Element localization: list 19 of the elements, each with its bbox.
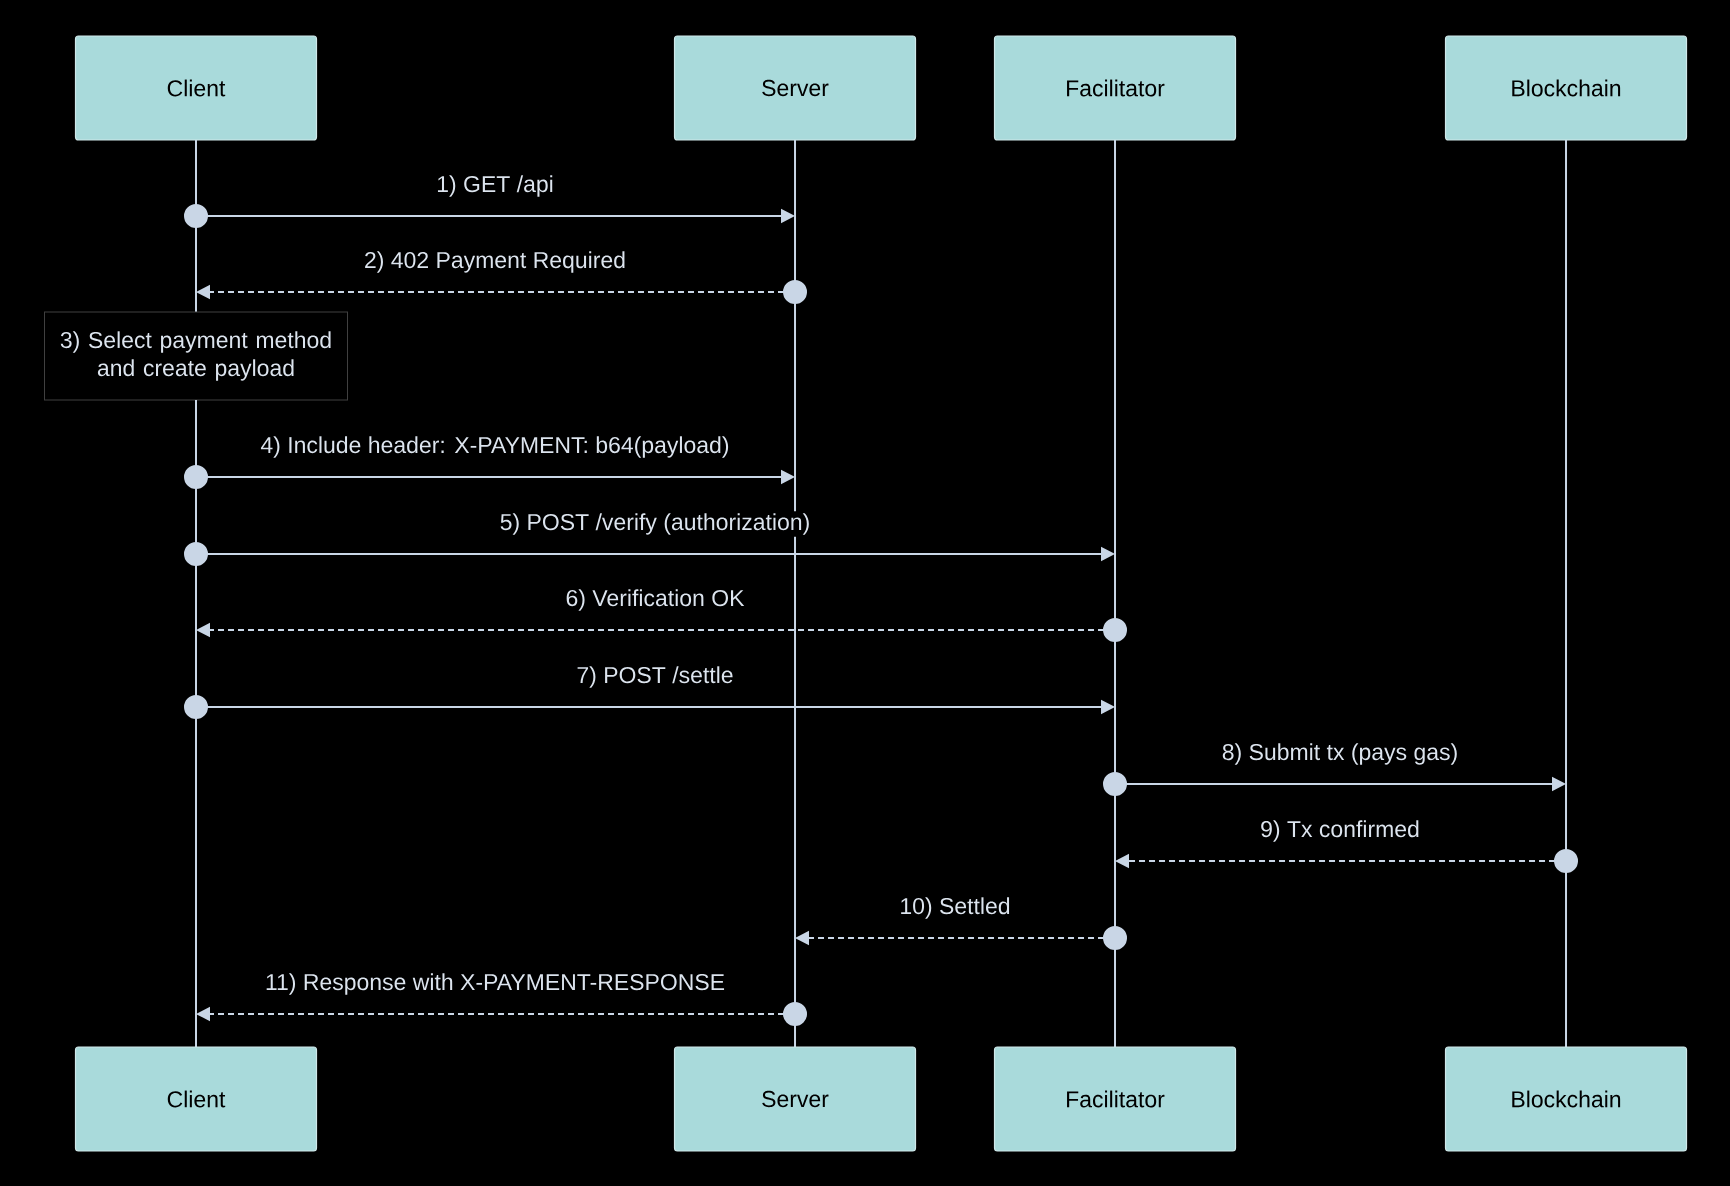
actor-box: Server bbox=[673, 35, 917, 141]
message-label: 9) Tx confirmed bbox=[1261, 820, 1419, 842]
note-box: 3) Select payment method and create payload bbox=[44, 311, 348, 401]
actor-box: Facilitator bbox=[993, 1046, 1237, 1152]
message-label: 1) GET /api bbox=[437, 175, 553, 197]
message-label: 10) Settled bbox=[901, 897, 1010, 919]
message-label: 8) Submit tx (pays gas) bbox=[1222, 743, 1457, 765]
actor-box: Client bbox=[74, 1046, 318, 1152]
actor-box: Blockchain bbox=[1444, 1046, 1688, 1152]
message-label: 5) POST /verify (authorization) bbox=[500, 513, 809, 535]
actor-box: Facilitator bbox=[993, 35, 1237, 141]
actor-box: Blockchain bbox=[1444, 35, 1688, 141]
message-label: 6) Verification OK bbox=[566, 589, 745, 611]
actor-box: Server bbox=[673, 1046, 917, 1152]
actor-box: Client bbox=[74, 35, 318, 141]
message-label: 7) POST /settle bbox=[577, 666, 733, 688]
message-label: 2) 402 Payment Required bbox=[365, 251, 625, 273]
message-label: 11) Response with X-PAYMENT-RESPONSE bbox=[266, 973, 725, 995]
message-label: 4) Include header: X-PAYMENT: b64(payload) bbox=[260, 436, 729, 458]
